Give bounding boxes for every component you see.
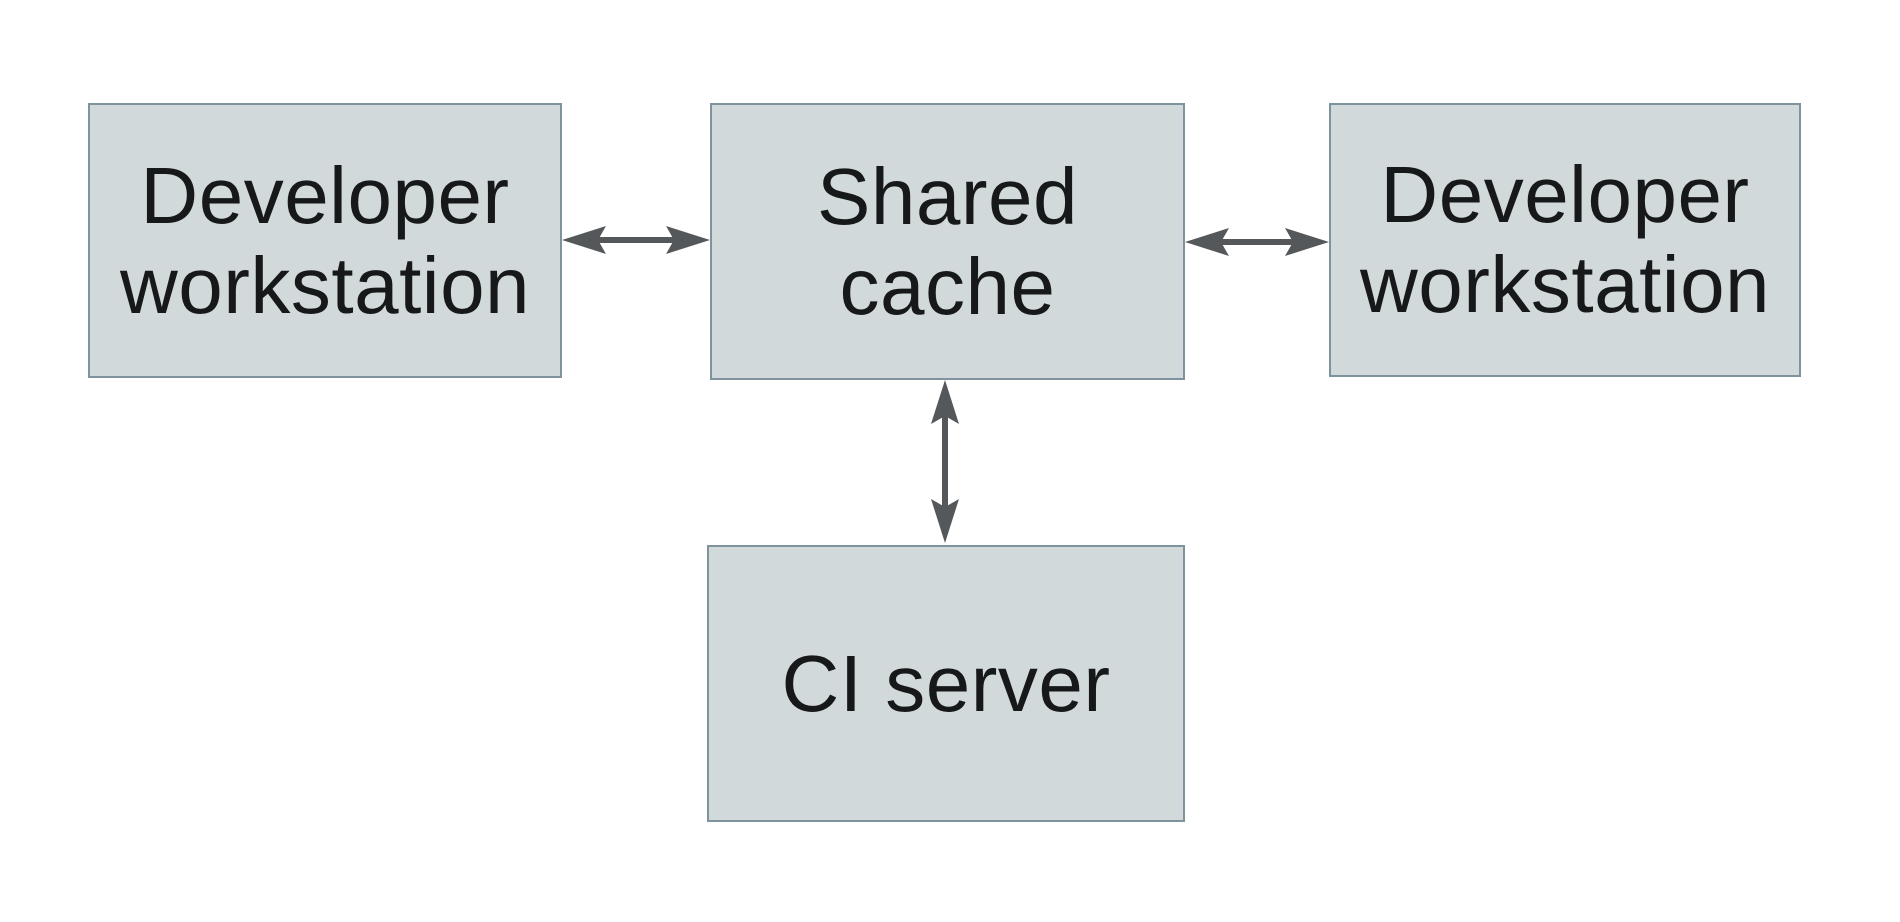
- node-ci-server: CI server: [707, 545, 1185, 822]
- bidirectional-arrow-shared-cache-ci-server: [931, 380, 959, 543]
- node-label-developer-workstation-left: Developer workstation: [119, 150, 531, 330]
- node-label-developer-workstation-right: Developer workstation: [1359, 150, 1771, 329]
- node-label-shared-cache: Shared cache: [817, 151, 1078, 331]
- bidirectional-arrow-shared-cache-right-workstation: [1185, 228, 1329, 256]
- node-developer-workstation-right: Developer workstation: [1329, 103, 1801, 377]
- node-developer-workstation-left: Developer workstation: [88, 103, 562, 378]
- bidirectional-arrow-left-workstation-shared-cache: [562, 226, 710, 254]
- node-shared-cache: Shared cache: [710, 103, 1185, 380]
- node-label-ci-server: CI server: [781, 638, 1111, 728]
